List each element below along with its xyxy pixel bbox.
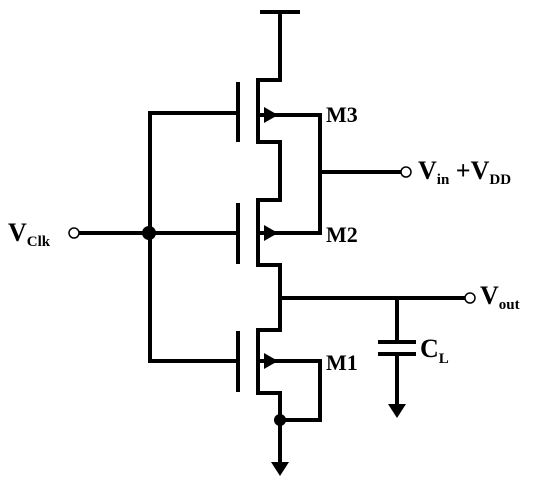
clock-gate-bus bbox=[68, 111, 240, 363]
cl-ground-arrow-icon bbox=[388, 404, 406, 418]
label-cl: CL bbox=[420, 334, 449, 367]
transistor-m2 bbox=[236, 198, 322, 267]
clk-junction-dot bbox=[142, 226, 156, 240]
label-vclk: VClk bbox=[8, 218, 51, 250]
vclk-main: V bbox=[8, 218, 27, 247]
cl-sub: L bbox=[439, 351, 449, 367]
vout-terminal bbox=[464, 292, 476, 304]
vdd-supply-symbol bbox=[260, 10, 300, 82]
label-m1: M1 bbox=[326, 350, 358, 375]
cl-main: C bbox=[420, 334, 439, 363]
vin-main: V bbox=[418, 156, 437, 185]
label-vin-vdd: Vin +VDD bbox=[418, 156, 511, 188]
m1-ground-arrow-icon bbox=[271, 462, 289, 476]
vout-sub: out bbox=[499, 297, 520, 313]
vout-main: V bbox=[480, 281, 499, 310]
m2-arrow-icon bbox=[264, 225, 278, 241]
label-m2: M2 bbox=[326, 222, 358, 247]
vclk-terminal bbox=[68, 227, 80, 239]
vdd-sub: DD bbox=[489, 172, 511, 188]
capacitor-cl bbox=[378, 296, 416, 418]
transistor-m1 bbox=[236, 328, 322, 476]
vclk-sub: Clk bbox=[27, 234, 51, 250]
vin-terminal bbox=[400, 166, 412, 178]
label-vout: Vout bbox=[480, 281, 520, 313]
transistor-m3 bbox=[236, 78, 322, 144]
vin-sub: in bbox=[437, 172, 450, 188]
m3-arrow-icon bbox=[264, 107, 278, 123]
label-m3: M3 bbox=[326, 102, 358, 127]
vin-plus-vdd: +V bbox=[449, 156, 489, 185]
m1-arrow-icon bbox=[264, 353, 278, 369]
